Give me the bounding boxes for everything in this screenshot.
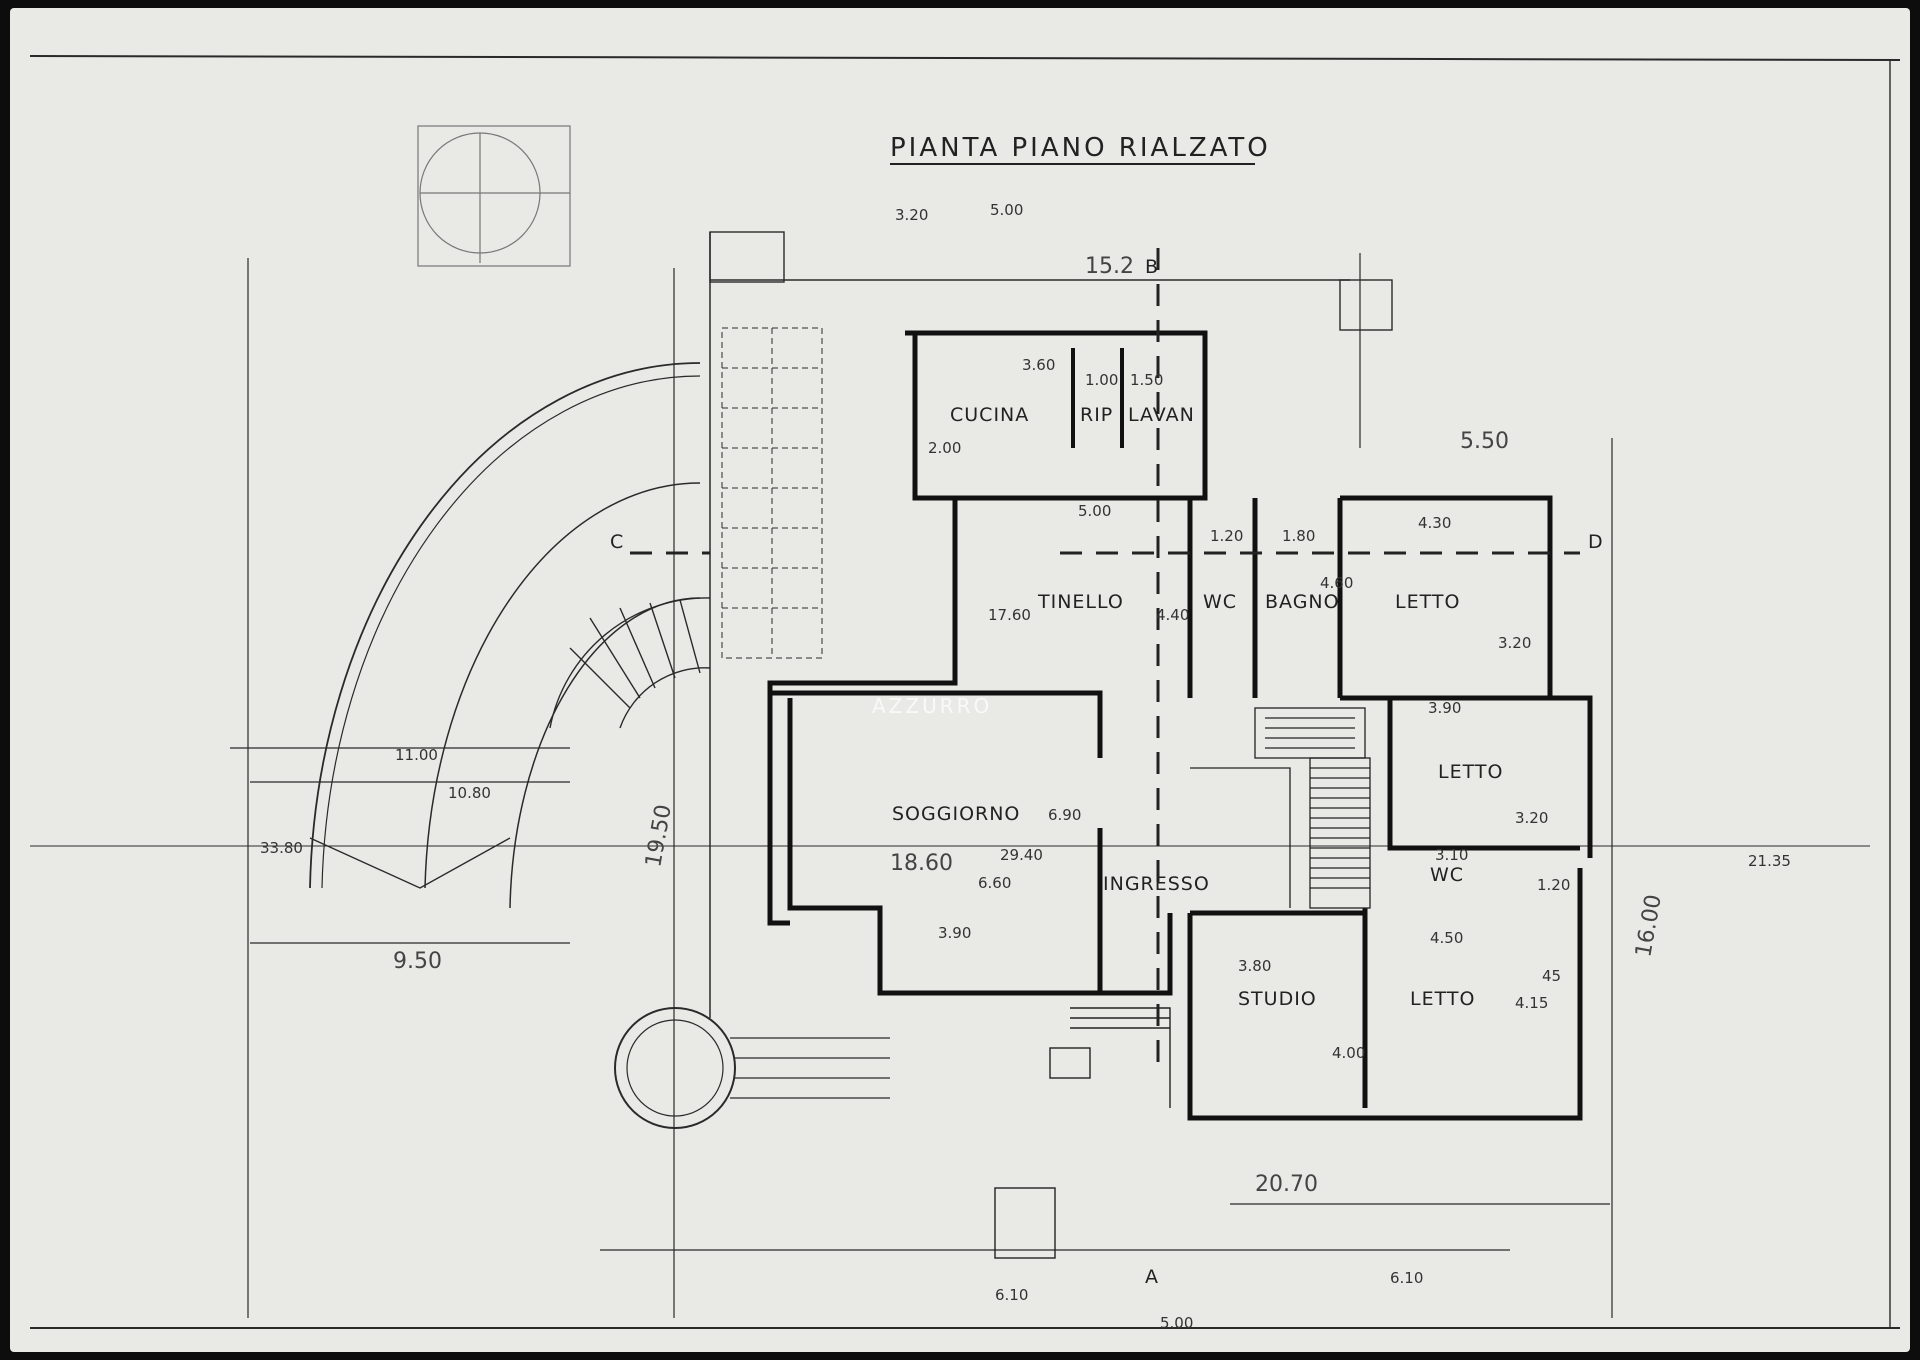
dim-rip-w: 1.00 xyxy=(1085,371,1118,389)
dim-bottom-6-10-a: 6.10 xyxy=(995,1286,1028,1304)
dim-right-16-00: 16.00 xyxy=(1631,893,1667,959)
dim-45: 45 xyxy=(1542,967,1561,985)
dim-5-50: 5.50 xyxy=(1460,429,1509,454)
room-lavan: LAVAN xyxy=(1128,404,1195,426)
room-studio: STUDIO xyxy=(1238,988,1317,1010)
dim-left-33-80: 33.80 xyxy=(260,839,303,857)
dim-bagno-h: 4.60 xyxy=(1320,574,1353,592)
dim-left-9-50: 9.50 xyxy=(393,949,442,974)
dim-studio-w: 3.80 xyxy=(1238,957,1271,975)
dim-right-21-35: 21.35 xyxy=(1748,852,1791,870)
room-letto-3: LETTO xyxy=(1410,988,1475,1010)
room-soggiorno: SOGGIORNO xyxy=(892,803,1020,825)
section-mark-b: B xyxy=(1145,256,1159,278)
dim-letto3-h: 4.15 xyxy=(1515,994,1548,1012)
section-mark-d: D xyxy=(1588,531,1604,553)
room-tinello: TINELLO xyxy=(1037,591,1124,613)
room-wc-2: WC xyxy=(1430,864,1464,886)
room-ingresso: INGRESSO xyxy=(1103,873,1210,895)
dim-top-circled: 15.2 xyxy=(1085,254,1134,279)
dim-cucina-w: 3.60 xyxy=(1022,356,1055,374)
dim-cucina-h: 2.00 xyxy=(928,439,961,457)
dim-letto1-w: 4.30 xyxy=(1418,514,1451,532)
dim-letto1-h: 3.20 xyxy=(1498,634,1531,652)
section-mark-c: C xyxy=(610,531,624,553)
section-mark-a: A xyxy=(1145,1266,1159,1288)
dim-bottom-20-70: 20.70 xyxy=(1255,1172,1318,1197)
spiral-stair xyxy=(549,597,711,729)
dim-letto3-w: 4.50 xyxy=(1430,929,1463,947)
interior-stair xyxy=(1190,707,1371,909)
dim-bottom-5-00: 5.00 xyxy=(1160,1314,1193,1332)
dim-bagno-w: 1.80 xyxy=(1282,527,1315,545)
room-bagno: BAGNO xyxy=(1265,591,1340,613)
dim-bottom-6-10-b: 6.10 xyxy=(1390,1269,1423,1287)
plan-title: PIANTA PIANO RIALZATO xyxy=(890,133,1271,163)
room-letto-2: LETTO xyxy=(1438,761,1503,783)
dim-tinello-h: 4.40 xyxy=(1156,606,1189,624)
dim-sogg-h: 6.90 xyxy=(1048,806,1081,824)
dim-tinello-w: 5.00 xyxy=(1078,502,1111,520)
dim-sogg-circ: 29.40 xyxy=(1000,846,1043,864)
compass-sketch xyxy=(417,125,571,267)
room-wc-1: WC xyxy=(1203,591,1237,613)
dim-tinello-area: 17.60 xyxy=(988,606,1031,624)
dim-lavan-w: 1.50 xyxy=(1130,371,1163,389)
dim-letto2-h: 3.20 xyxy=(1515,809,1548,827)
dim-sogg-w: 6.60 xyxy=(978,874,1011,892)
dim-wc2-w: 3.10 xyxy=(1435,846,1468,864)
dim-sogg-area: 18.60 xyxy=(890,851,953,876)
drawing-sheet: PIANTA PIANO RIALZATO AZZURRO B C D A CU… xyxy=(10,8,1910,1352)
dim-left-19-50: 19.50 xyxy=(641,803,677,869)
room-letto-1: LETTO xyxy=(1395,591,1460,613)
dim-studio-h: 4.00 xyxy=(1332,1044,1365,1062)
dim-top-5-00: 5.00 xyxy=(990,201,1023,219)
terrace-grid xyxy=(721,327,823,659)
room-cucina: CUCINA xyxy=(950,404,1029,426)
dim-wc2-h: 1.20 xyxy=(1537,876,1570,894)
dim-topleft-circled: 3.20 xyxy=(895,206,928,224)
room-rip: RIP xyxy=(1080,404,1113,426)
floor-plan: PIANTA PIANO RIALZATO AZZURRO B C D A CU… xyxy=(29,55,1901,1332)
dim-sogg-bottom: 3.90 xyxy=(938,924,971,942)
dim-left-11-00: 11.00 xyxy=(395,746,438,764)
dim-letto2-w: 3.90 xyxy=(1428,699,1461,717)
watermark: AZZURRO xyxy=(872,694,992,718)
dim-left-10-80: 10.80 xyxy=(448,784,491,802)
dim-wc-w: 1.20 xyxy=(1210,527,1243,545)
